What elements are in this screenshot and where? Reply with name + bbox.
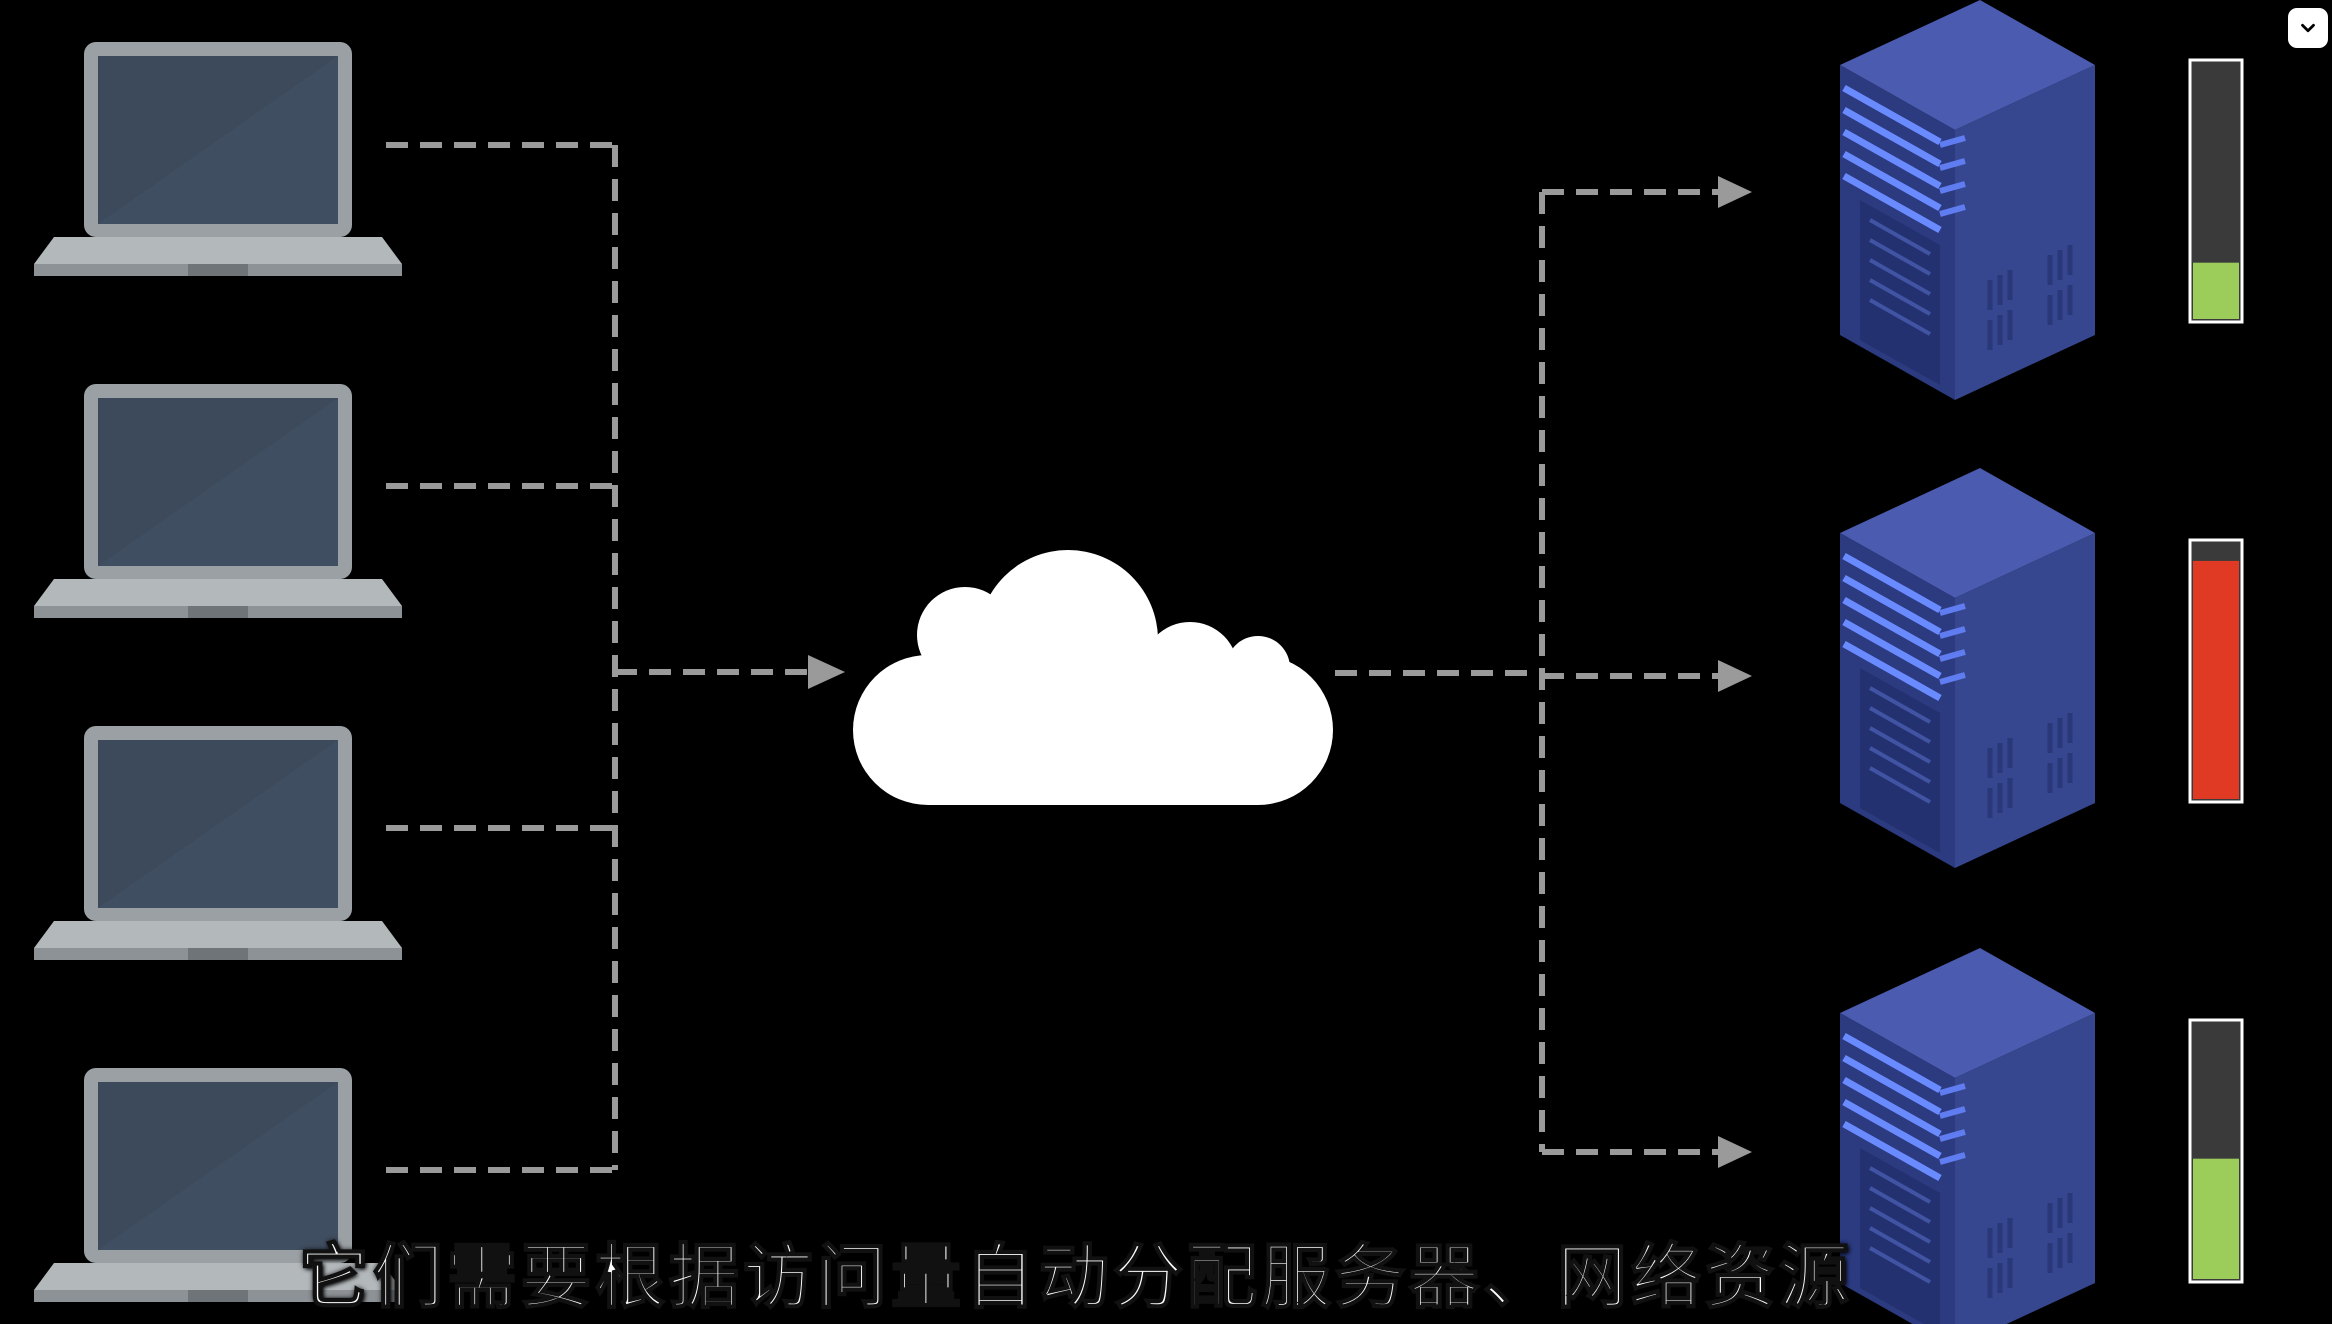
client-laptop-2 [34, 384, 402, 618]
arrow-to-cloud [808, 655, 845, 689]
collapse-button[interactable] [2288, 8, 2328, 48]
server-1 [1840, 0, 2095, 400]
server-2-load-fill [2193, 560, 2239, 799]
load-meters [2188, 58, 2244, 1284]
server-connectors [1335, 189, 1725, 1155]
client-connectors [386, 142, 810, 1173]
server-3-load-fill [2193, 1158, 2239, 1279]
subtitle-caption: 它们需要根据访问量自动分配服务器、网络资源 [298, 1235, 1853, 1319]
arrow-to-server-2 [1718, 660, 1752, 692]
client-laptop-3 [34, 726, 402, 960]
client-laptop-1 [34, 42, 402, 276]
server-1-load-fill [2193, 262, 2239, 319]
cloud-icon [853, 550, 1333, 805]
arrow-to-server-1 [1718, 176, 1752, 208]
server-2 [1840, 468, 2095, 868]
arrow-to-server-3 [1718, 1136, 1752, 1168]
chevron-down-icon [2301, 23, 2315, 33]
